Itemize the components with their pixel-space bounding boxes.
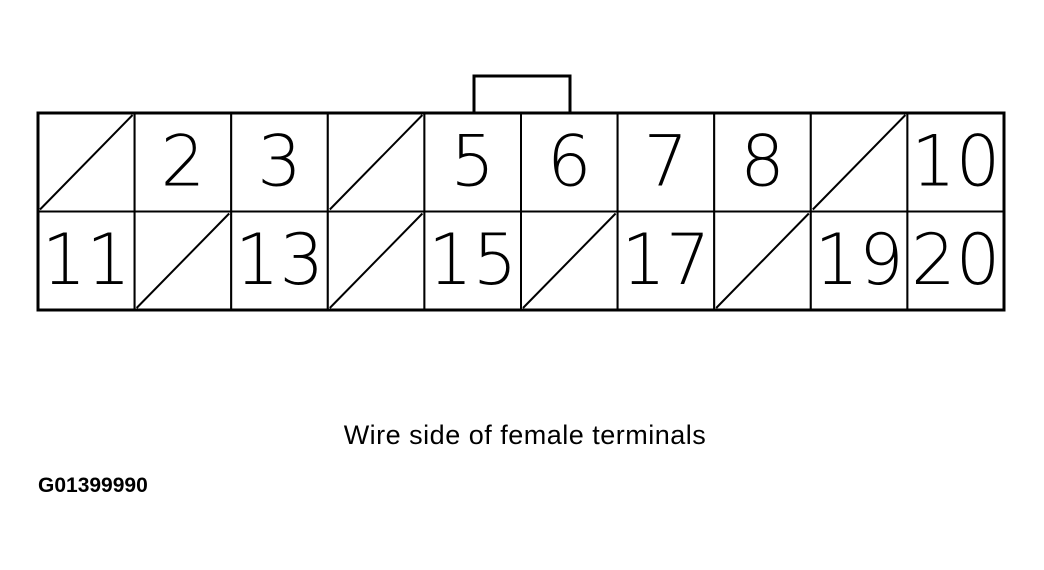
- terminal-number: 5: [450, 120, 495, 202]
- figure-id: G01399990: [38, 474, 148, 497]
- empty-cavity-slash: [329, 114, 424, 211]
- terminal-number: 10: [911, 120, 1000, 202]
- empty-cavity-slash: [522, 212, 617, 309]
- empty-cavity-slash: [812, 114, 907, 211]
- terminal-number: 13: [235, 219, 324, 301]
- terminal-cavity: [423, 210, 522, 311]
- terminal-number: 3: [257, 120, 302, 202]
- diagram-caption: Wire side of female terminals: [343, 420, 707, 450]
- terminal-number: 8: [740, 120, 785, 202]
- terminal-cavity: [520, 112, 619, 213]
- terminal-cavity: [616, 210, 716, 311]
- terminal-cavity: [616, 112, 716, 213]
- terminal-number: 17: [621, 219, 710, 301]
- empty-cavity-slash: [39, 114, 134, 211]
- terminal-number: 7: [644, 120, 689, 202]
- terminal-cavity: [809, 210, 909, 311]
- terminal-number: 2: [161, 120, 206, 202]
- terminal-number: 11: [42, 219, 131, 301]
- terminal-number: 6: [547, 120, 592, 202]
- terminal-cavity: [133, 112, 233, 213]
- empty-cavity-slash: [329, 212, 424, 309]
- empty-cavity-slash: [715, 212, 810, 309]
- terminal-number: 19: [815, 219, 904, 301]
- empty-cavity-slash: [135, 212, 230, 309]
- terminal-number: 15: [428, 219, 517, 301]
- connector-latch: [472, 74, 572, 113]
- connector-outline: [36, 111, 1006, 312]
- terminal-number: 20: [911, 219, 1000, 301]
